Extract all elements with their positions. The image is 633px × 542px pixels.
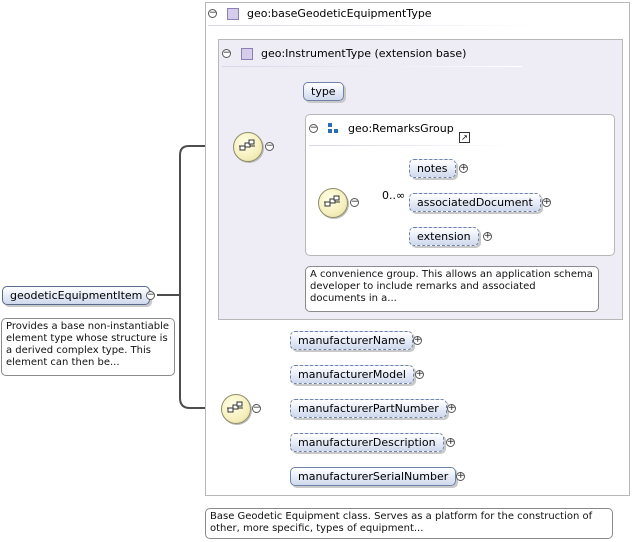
header-divider xyxy=(208,25,538,26)
element-node-associateddocument[interactable]: associatedDocument xyxy=(409,193,541,212)
collapse-toggle[interactable]: − xyxy=(208,8,217,18)
expand-toggle[interactable]: + xyxy=(413,335,422,345)
element-node-manufacturermodel[interactable]: manufacturerModel xyxy=(290,365,414,384)
remarks-group-annotation: A convenience group. This allows an appl… xyxy=(305,266,599,312)
base-type-annotation: Base Geodetic Equipment class. Serves as… xyxy=(205,508,613,539)
expand-toggle[interactable]: + xyxy=(483,231,492,241)
remarks-group-header: − geo:RemarksGroup xyxy=(309,122,454,135)
root-element-annotation: Provides a base non-instantiable element… xyxy=(1,318,175,376)
expand-toggle[interactable]: + xyxy=(415,369,424,379)
cardinality-label: 0..∞ xyxy=(382,189,406,202)
header-divider xyxy=(222,66,522,67)
wire-root-upper xyxy=(179,145,233,295)
base-type-header: − geo:baseGeodeticEquipmentType xyxy=(208,7,432,20)
element-node-manufacturerserialnumber[interactable]: manufacturerSerialNumber xyxy=(290,467,457,486)
collapse-toggle[interactable]: − xyxy=(309,123,318,133)
remarks-group-name[interactable]: geo:RemarksGroup xyxy=(348,122,454,135)
group-icon xyxy=(328,123,340,134)
element-node-type[interactable]: type xyxy=(303,82,344,101)
sequence-compositor-glyph xyxy=(324,195,340,207)
collapse-toggle[interactable]: − xyxy=(222,48,231,58)
sequence-compositor-icon[interactable] xyxy=(233,132,263,162)
root-element-node[interactable]: geodeticEquipmentItem xyxy=(2,286,151,305)
collapse-toggle[interactable]: − xyxy=(146,290,155,300)
expand-toggle[interactable]: + xyxy=(447,403,456,413)
sequence-compositor-icon[interactable] xyxy=(318,188,348,218)
element-node-manufacturerdescription[interactable]: manufacturerDescription xyxy=(290,433,444,452)
sequence-compositor-glyph xyxy=(227,401,243,413)
element-node-manufacturerpartnumber[interactable]: manufacturerPartNumber xyxy=(290,399,447,418)
expand-toggle[interactable]: + xyxy=(456,471,465,481)
type-square-icon xyxy=(227,7,239,20)
element-node-notes[interactable]: notes xyxy=(409,159,456,178)
sequence-compositor-glyph xyxy=(239,139,255,151)
header-divider xyxy=(309,145,509,146)
element-node-extension[interactable]: extension xyxy=(409,227,479,246)
expand-toggle[interactable]: + xyxy=(459,163,468,173)
base-type-name[interactable]: geo:baseGeodeticEquipmentType xyxy=(247,7,432,20)
shortcut-arrow-icon[interactable]: ↗ xyxy=(459,132,470,143)
element-node-manufacturername[interactable]: manufacturerName xyxy=(290,331,414,350)
expand-toggle[interactable]: + xyxy=(446,437,455,447)
wire-root-lower xyxy=(179,295,221,409)
collapse-toggle[interactable]: − xyxy=(265,141,274,151)
expand-toggle[interactable]: + xyxy=(542,197,551,207)
collapse-toggle[interactable]: − xyxy=(350,197,359,207)
extension-base-header: − geo:InstrumentType (extension base) xyxy=(222,47,466,60)
extension-base-name[interactable]: geo:InstrumentType (extension base) xyxy=(261,47,467,60)
collapse-toggle[interactable]: − xyxy=(252,403,261,413)
type-square-icon xyxy=(241,47,253,60)
sequence-compositor-icon[interactable] xyxy=(221,394,251,424)
